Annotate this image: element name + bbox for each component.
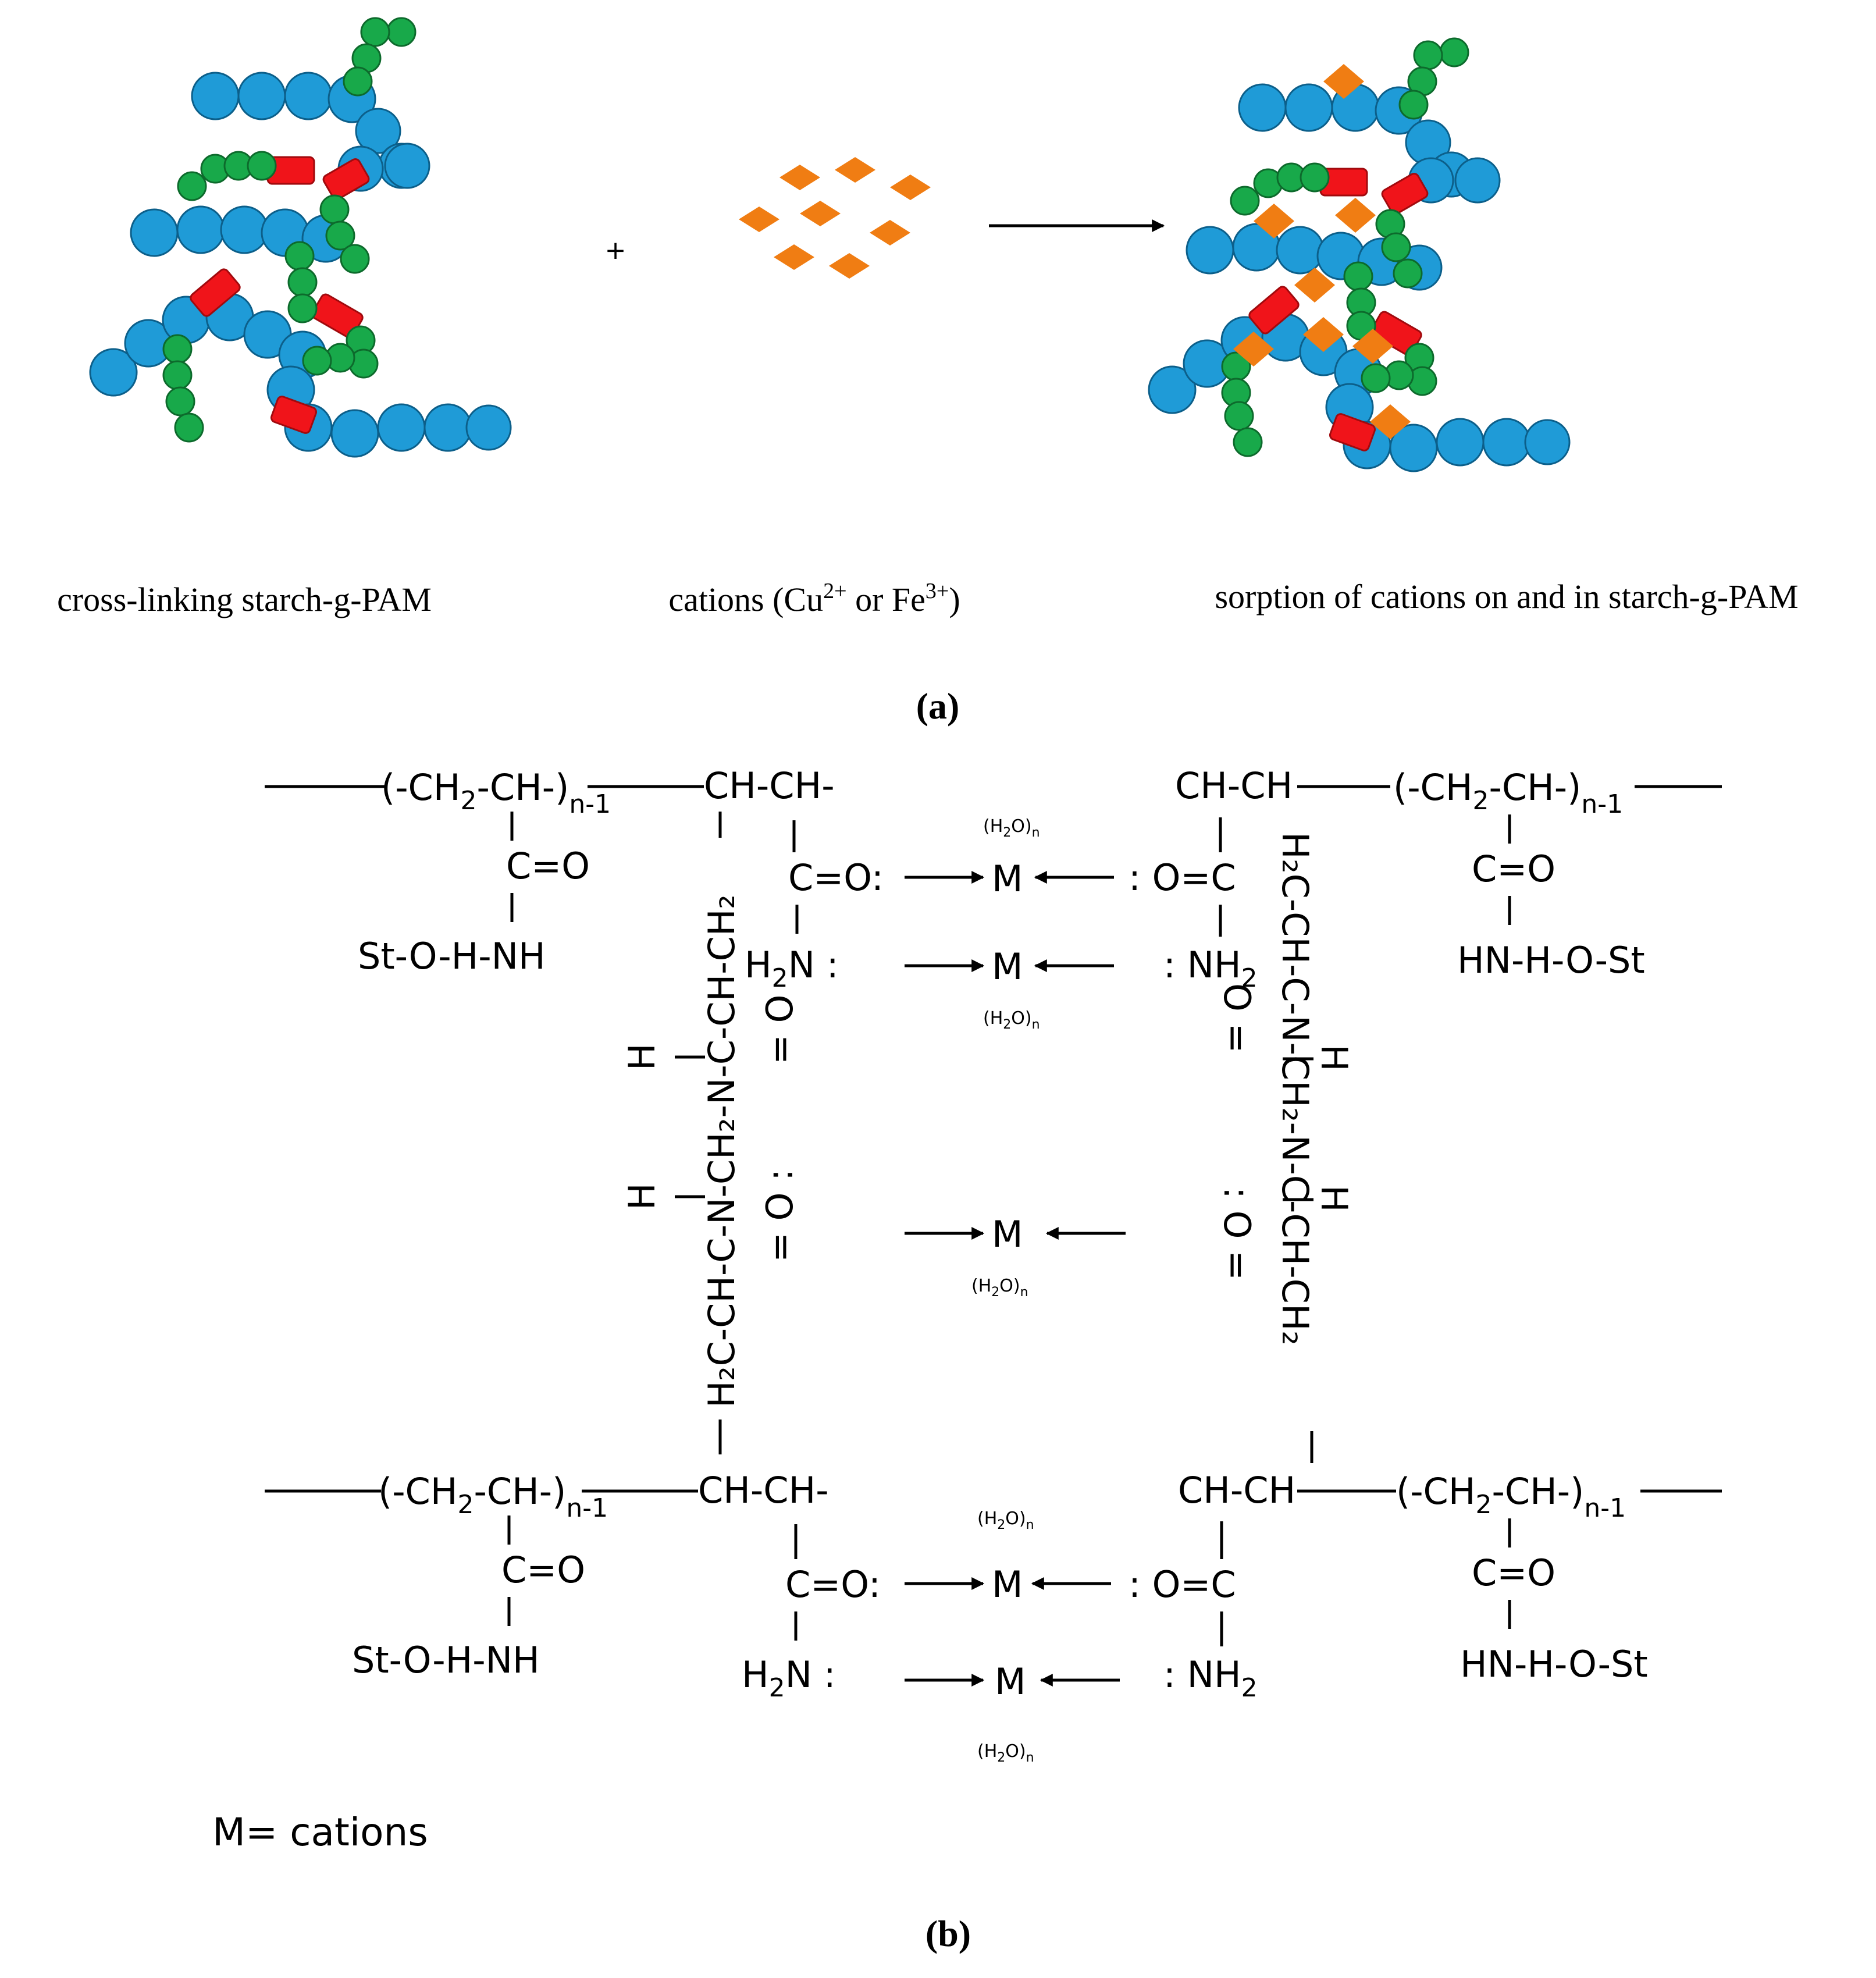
- pam-chain-5: [1361, 343, 1437, 396]
- cation-diamond: [1254, 204, 1294, 239]
- metal-m: M: [992, 945, 1023, 988]
- upper-right-starch-link: HN-H-O-St: [1457, 939, 1645, 981]
- pam-chain-2: [1230, 162, 1330, 216]
- crosslink: [1248, 286, 1300, 335]
- lower-left-carbonyl: C=O: [501, 1549, 585, 1591]
- pam-chain-5: [302, 325, 379, 379]
- lower-left-ch-ch: CH-CH-: [698, 1469, 829, 1511]
- panel-a: +: [57, 17, 1799, 727]
- upper-left-repeat: (-CH2-CH-)n-1: [381, 766, 611, 819]
- pam-chain-3: [319, 194, 370, 274]
- crosslink: [190, 268, 241, 317]
- pam-chain-1: [343, 17, 417, 97]
- lower-right-repeat: (-CH2-CH-)n-1: [1396, 1470, 1626, 1523]
- lower-left-amide-carbonyl: C=O:: [785, 1563, 881, 1606]
- lower-right-starch-link: HN-H-O-St: [1460, 1643, 1648, 1685]
- upper-right-ch-ch: CH-CH: [1175, 764, 1293, 807]
- right-h-2: H: [1313, 1185, 1355, 1212]
- starch-chain-3: [130, 205, 350, 263]
- caption-b: (b): [925, 1913, 971, 1954]
- lower-left-starch-link: St-O-H-NH: [352, 1639, 540, 1681]
- cation-diamond: [829, 253, 870, 279]
- cation-diamond: [1370, 404, 1411, 439]
- coordination-row-2: M (H2O)n: [905, 945, 1114, 1032]
- pam-chain-4: [1343, 261, 1376, 341]
- left-h-2: H: [621, 1183, 663, 1210]
- water-label: (H2O)n: [977, 1509, 1034, 1532]
- cation-diamond: [870, 220, 910, 246]
- left-crosslinker-oxo-top: = O: [759, 995, 801, 1065]
- water-label: (H2O)n: [971, 1276, 1028, 1300]
- label-crosslinking-starch: cross-linking starch-g-PAM: [57, 581, 432, 618]
- cation-diamond: [739, 207, 779, 232]
- cation-diamond: [779, 165, 820, 190]
- label-sorption: sorption of cations on and in starch-g-P…: [1215, 578, 1798, 616]
- cation-diamond: [800, 201, 841, 226]
- upper-right-amine: : NH2: [1163, 944, 1258, 993]
- pam-chain-6: [162, 334, 204, 443]
- cation-diamond: [1303, 317, 1344, 352]
- right-h-1: H: [1313, 1044, 1355, 1072]
- pam-chain-3: [1375, 209, 1423, 289]
- upper-right-repeat: (-CH2-CH-)n-1: [1393, 766, 1623, 819]
- right-crosslinker-oxo-bottom: : O =: [1216, 1187, 1258, 1280]
- left-h-1: H: [621, 1043, 663, 1070]
- right-crosslinker: H₂C-CH-C-N-CH₂-N-C-CH-CH₂: [1274, 832, 1316, 1345]
- metal-m: M: [992, 1563, 1023, 1606]
- pam-chain-2: [177, 151, 277, 201]
- metal-m: M: [995, 1660, 1026, 1703]
- lower-left-repeat: (-CH2-CH-)n-1: [378, 1470, 608, 1523]
- lower-right-carbonyl: C=O: [1472, 1552, 1555, 1594]
- coordination-row-5: M (H2O)n: [905, 1660, 1120, 1765]
- pam-chain-4: [284, 241, 318, 323]
- caption-a: (a): [916, 685, 960, 727]
- starch-chain-5: [284, 403, 512, 458]
- coordination-row-3: M (H2O)n: [905, 1213, 1126, 1300]
- lower-right-amine: : NH2: [1163, 1653, 1258, 1703]
- legend-m-cations: M= cations: [212, 1810, 428, 1855]
- cation-diamond: [890, 175, 931, 200]
- plus-sign: +: [605, 236, 626, 265]
- pam-chain-6: [1221, 351, 1263, 457]
- upper-left-amide-carbonyl: C=O:: [788, 856, 884, 899]
- cation-diamond: [1352, 329, 1393, 364]
- crosslink: [1329, 413, 1376, 451]
- cation-diamond: [774, 244, 814, 270]
- lower-right-ch-ch: CH-CH: [1178, 1469, 1295, 1511]
- upper-right-carbonyl: C=O: [1472, 848, 1555, 890]
- cation-diamond: [835, 157, 875, 183]
- crosslink: [270, 396, 318, 434]
- lower-left-amine: H2N :: [742, 1653, 836, 1703]
- cation-diamond: [1335, 198, 1376, 233]
- water-label: (H2O)n: [983, 816, 1040, 840]
- upper-left-starch-link: St-O-H-NH: [358, 935, 546, 977]
- metal-m: M: [992, 858, 1023, 900]
- pam-chain-1: [1398, 37, 1469, 120]
- coordination-row-4: (H2O)n M: [905, 1509, 1111, 1606]
- cations-cluster: [739, 157, 931, 279]
- water-label: (H2O)n: [977, 1741, 1034, 1765]
- left-polymer-network: [89, 17, 512, 458]
- right-crosslinker-oxo-top: O =: [1216, 983, 1258, 1053]
- upper-right-amide-carbonyl: : O=C: [1129, 856, 1236, 899]
- upper-left-carbonyl: C=O: [506, 845, 590, 887]
- label-cations: cations (Cu2+ or Fe3+): [668, 579, 960, 618]
- left-crosslinker-oxo-bottom: = O :: [759, 1169, 801, 1262]
- left-crosslinker: H₂C-CH-C-N-CH₂-N-C-CH-CH₂: [700, 895, 743, 1408]
- crosslink: [322, 158, 370, 200]
- cation-diamond: [1294, 268, 1335, 303]
- right-polymer-network: [1148, 37, 1571, 472]
- upper-left-ch-ch: CH-CH-: [704, 764, 835, 807]
- panel-b: (-CH2-CH-)n-1 C=O St-O-H-NH CH-CH- C=O : …: [212, 764, 1722, 1954]
- coordination-row-1: (H2O)n M: [905, 816, 1114, 900]
- metal-m: M: [992, 1213, 1023, 1255]
- water-label: (H2O)n: [983, 1008, 1040, 1032]
- upper-left-amine: H2N :: [745, 944, 839, 993]
- cation-diamond: [1233, 332, 1274, 367]
- crosslink: [1381, 173, 1429, 215]
- cation-diamond: [1323, 64, 1364, 99]
- lower-right-amide-carbonyl: : O=C: [1129, 1563, 1236, 1606]
